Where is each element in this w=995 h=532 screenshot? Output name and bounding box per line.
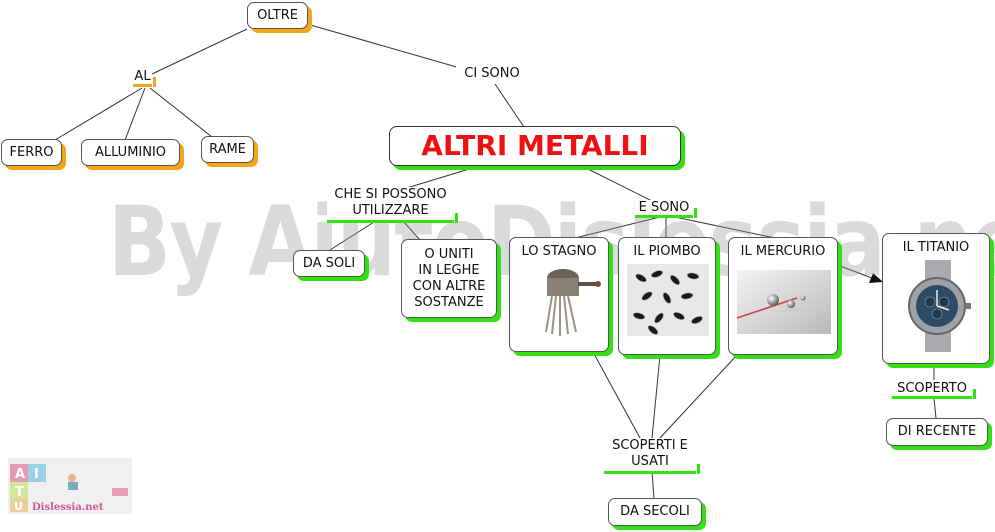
node-ferro-label: FERRO (9, 144, 54, 160)
node-scoperti-line2: USATI (631, 454, 669, 469)
lead-pellets-image (627, 264, 709, 336)
arrowhead-icon (869, 273, 883, 283)
node-di-recente: DI RECENTE (886, 418, 988, 446)
node-ci-sono: CI SONO (456, 66, 528, 83)
node-oltre: OLTRE (247, 2, 308, 29)
node-o-uniti-line2: IN LEGHE (418, 262, 480, 278)
node-da-soli-label: DA SOLI (302, 255, 356, 271)
node-alluminio-label: ALLUMINIO (94, 144, 167, 160)
titanium-watch-image (908, 260, 971, 352)
card-il-piombo-label: IL PIOMBO (633, 244, 701, 259)
node-o-uniti: O UNITI IN LEGHE CON ALTRE SOSTANZE (401, 239, 497, 318)
svg-text:T: T (15, 485, 24, 500)
aiuto-dislessia-logo: A I T U Dislessia.net (8, 458, 132, 514)
node-rame-label: RAME (209, 141, 246, 157)
card-il-mercurio: IL MERCURIO (728, 237, 838, 355)
node-che-si-possono-line2: UTILIZZARE (352, 203, 429, 218)
card-lo-stagno-label: LO STAGNO (521, 244, 597, 259)
node-scoperto: SCOPERTO (892, 381, 976, 399)
node-al: AL (133, 69, 156, 87)
node-o-uniti-line4: SOSTANZE (414, 294, 484, 310)
main-concept-node: ALTRI METALLI (389, 126, 681, 166)
node-da-soli: DA SOLI (293, 250, 365, 277)
main-concept-label: ALTRI METALLI (421, 129, 649, 162)
card-lo-stagno: LO STAGNO (509, 237, 609, 352)
card-il-titanio: IL TITANIO (882, 233, 990, 364)
svg-text:I: I (34, 467, 39, 482)
node-da-secoli-label: DA SECOLI (620, 504, 690, 519)
svg-text:A: A (15, 467, 25, 482)
node-o-uniti-line3: CON ALTRE (412, 278, 486, 294)
svg-text:U: U (14, 500, 23, 513)
node-che-si-possono: CHE SI POSSONO UTILIZZARE (327, 187, 458, 223)
node-o-uniti-line1: O UNITI (424, 246, 474, 262)
node-ferro: FERRO (1, 139, 62, 166)
node-e-sono: E SONO (635, 200, 697, 218)
tin-grinder-image (545, 269, 601, 336)
card-il-piombo: IL PIOMBO (618, 237, 716, 355)
node-da-secoli: DA SECOLI (608, 498, 702, 526)
node-di-recente-label: DI RECENTE (897, 424, 977, 439)
node-scoperti-e-usati: SCOPERTI E USATI (604, 438, 700, 474)
node-alluminio: ALLUMINIO (81, 139, 180, 166)
node-oltre-label: OLTRE (257, 7, 298, 23)
card-il-mercurio-label: IL MERCURIO (740, 244, 826, 259)
node-rame: RAME (201, 136, 254, 163)
node-che-si-possono-line1: CHE SI POSSONO (334, 187, 447, 202)
mercury-drops-image (737, 270, 831, 334)
node-scoperti-line1: SCOPERTI E (612, 438, 688, 453)
logo-text: Dislessia.net (32, 502, 104, 513)
card-il-titanio-label: IL TITANIO (902, 240, 970, 255)
